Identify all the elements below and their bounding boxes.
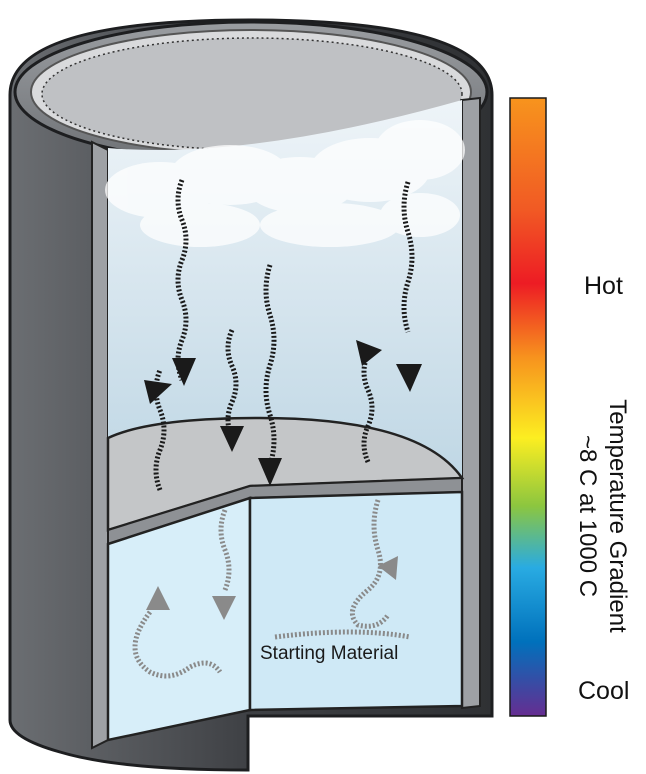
arrow-down-icon <box>396 364 422 392</box>
arrowheads-lower <box>146 556 398 620</box>
convection-flow-upper <box>153 179 415 491</box>
gradient-value: ~8 C at 1000 C <box>574 434 601 598</box>
arrowheads-upper <box>144 340 422 486</box>
lower-nutrient-zone <box>106 490 464 742</box>
arrow-down-icon <box>220 426 244 452</box>
arrow-down-icon <box>258 458 282 486</box>
arrow-up-icon <box>144 380 172 404</box>
arrow-down-icon <box>172 358 196 386</box>
cool-label: Cool <box>578 677 630 705</box>
arrow-down-icon <box>212 596 236 620</box>
temperature-gradient-bar <box>509 97 547 717</box>
vapor-cloud <box>105 120 465 247</box>
convection-flow-lower <box>132 499 411 679</box>
arrow-up-icon <box>356 340 382 366</box>
starting-material-label: Starting Material <box>260 643 399 664</box>
gradient-title: Temperature Gradient <box>604 399 631 633</box>
arrow-up-icon <box>146 586 170 610</box>
arrow-up-icon <box>378 556 398 580</box>
hot-label: Hot <box>584 272 623 300</box>
